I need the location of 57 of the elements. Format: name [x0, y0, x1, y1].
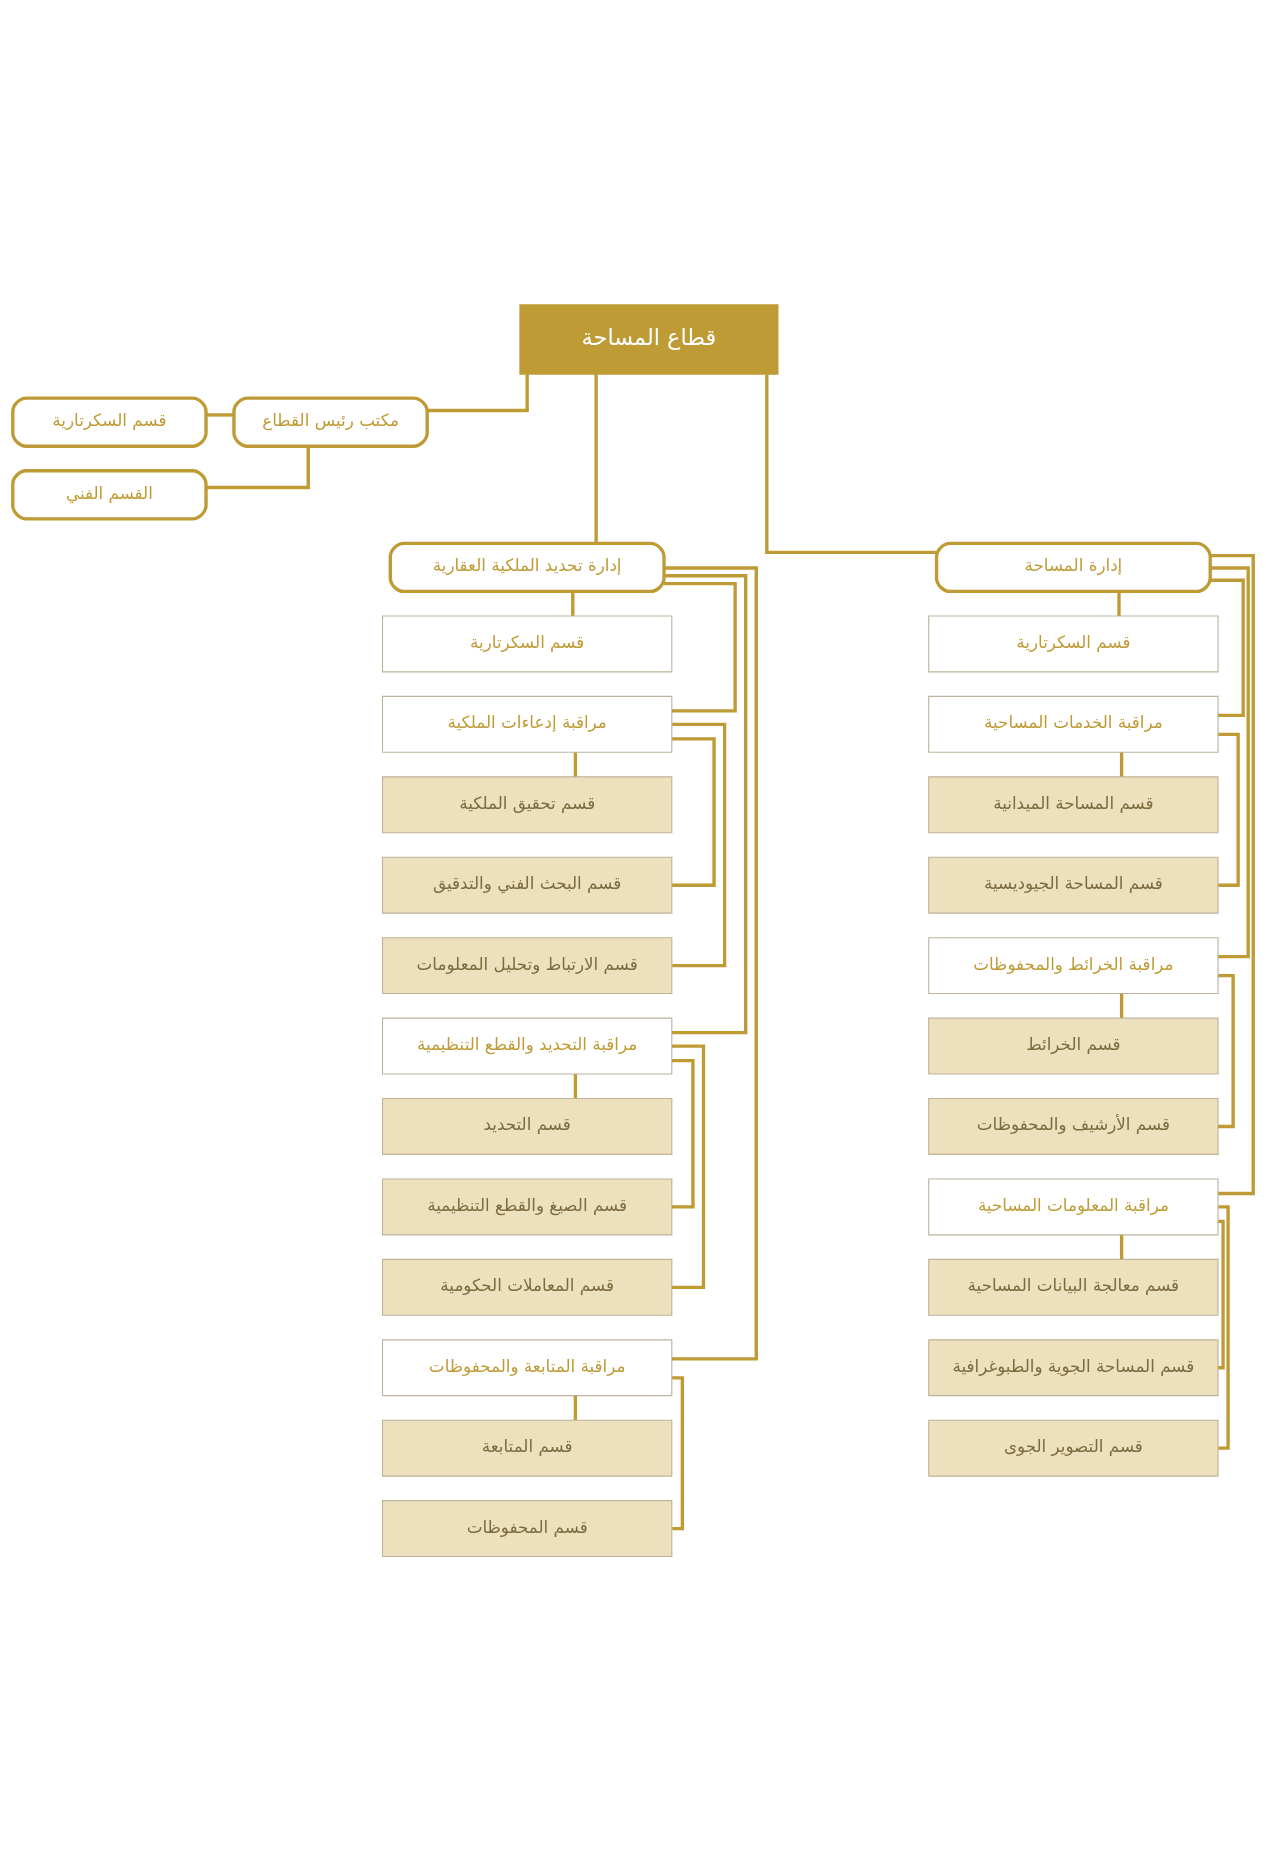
node-box: قسم المعاملات الحكومية — [381, 1258, 673, 1316]
node-box: قسم السكرتارية — [381, 615, 673, 673]
connector — [1218, 1205, 1230, 1450]
node-box: قسم المساحة الميدانية — [928, 776, 1219, 834]
node-box: قسم المساحة الجيوديسية — [928, 856, 1219, 914]
node-box: قسم المتابعة — [381, 1419, 673, 1477]
node-box: قسم التصوير الجوى — [928, 1419, 1219, 1477]
connector — [573, 752, 578, 777]
connector — [664, 574, 748, 1035]
node-box: قطاع المساحة — [519, 304, 779, 375]
connector — [1117, 591, 1121, 616]
connector — [672, 1376, 685, 1531]
node-box: إدارة المساحة — [934, 541, 1212, 594]
connector — [664, 566, 758, 1361]
node-box: قسم الأرشيف والمحفوظات — [928, 1098, 1219, 1155]
node-box: قسم الارتباط وتحليل المعلومات — [381, 937, 673, 995]
connector — [206, 413, 234, 417]
connector — [765, 373, 937, 554]
connector — [1119, 752, 1124, 777]
connector — [573, 1395, 578, 1420]
connector — [427, 373, 529, 413]
connector — [1210, 566, 1250, 959]
connector — [206, 446, 310, 490]
node-box: قسم الخرائط — [928, 1017, 1219, 1075]
connector — [671, 1058, 695, 1209]
connector — [1119, 1235, 1124, 1260]
node-box: قسم المساحة الجوية والطبوغرافية — [928, 1339, 1219, 1397]
node-box: قسم معالجة البيانات المساحية — [928, 1258, 1219, 1316]
node-box: مكتب رئيس القطاع — [232, 396, 429, 448]
node-box: مراقبة الخدمات المساحية — [928, 695, 1219, 753]
node-box: مراقبة التحديد والقطع التنظيمية — [381, 1017, 673, 1075]
node-box: قسم المحفوظات — [381, 1500, 673, 1558]
connector — [664, 581, 737, 713]
node-box: قسم السكرتارية — [928, 615, 1219, 673]
node-box: قسم الصيغ والقطع التنظيمية — [381, 1178, 673, 1236]
connector — [672, 737, 716, 887]
node-box: قسم السكرتارية — [11, 396, 208, 448]
connector — [672, 722, 727, 968]
connector — [1218, 974, 1235, 1129]
node-box: قسم التحديد — [381, 1098, 673, 1155]
connector — [573, 1074, 578, 1099]
node-box: إدارة تحديد الملكية العقارية — [388, 541, 666, 594]
node-box: قسم تحقيق الملكية — [381, 776, 673, 834]
node-box: القسم الفني — [11, 469, 208, 521]
connector — [1119, 993, 1124, 1018]
node-box: مراقبة إدعاءات الملكية — [381, 695, 673, 753]
node-box: مراقبة الخرائط والمحفوظات — [928, 937, 1219, 995]
node-box: مراقبة المتابعة والمحفوظات — [381, 1339, 673, 1397]
connector — [571, 591, 575, 616]
connector — [671, 1044, 706, 1289]
connector — [1210, 554, 1255, 1196]
connector — [1218, 1219, 1225, 1370]
node-box: قسم البحث الفني والتدقيق — [381, 856, 673, 914]
connector — [1210, 578, 1245, 718]
connector — [1218, 732, 1240, 887]
node-box: مراقبة المعلومات المساحية — [928, 1178, 1219, 1236]
connector — [594, 373, 598, 544]
